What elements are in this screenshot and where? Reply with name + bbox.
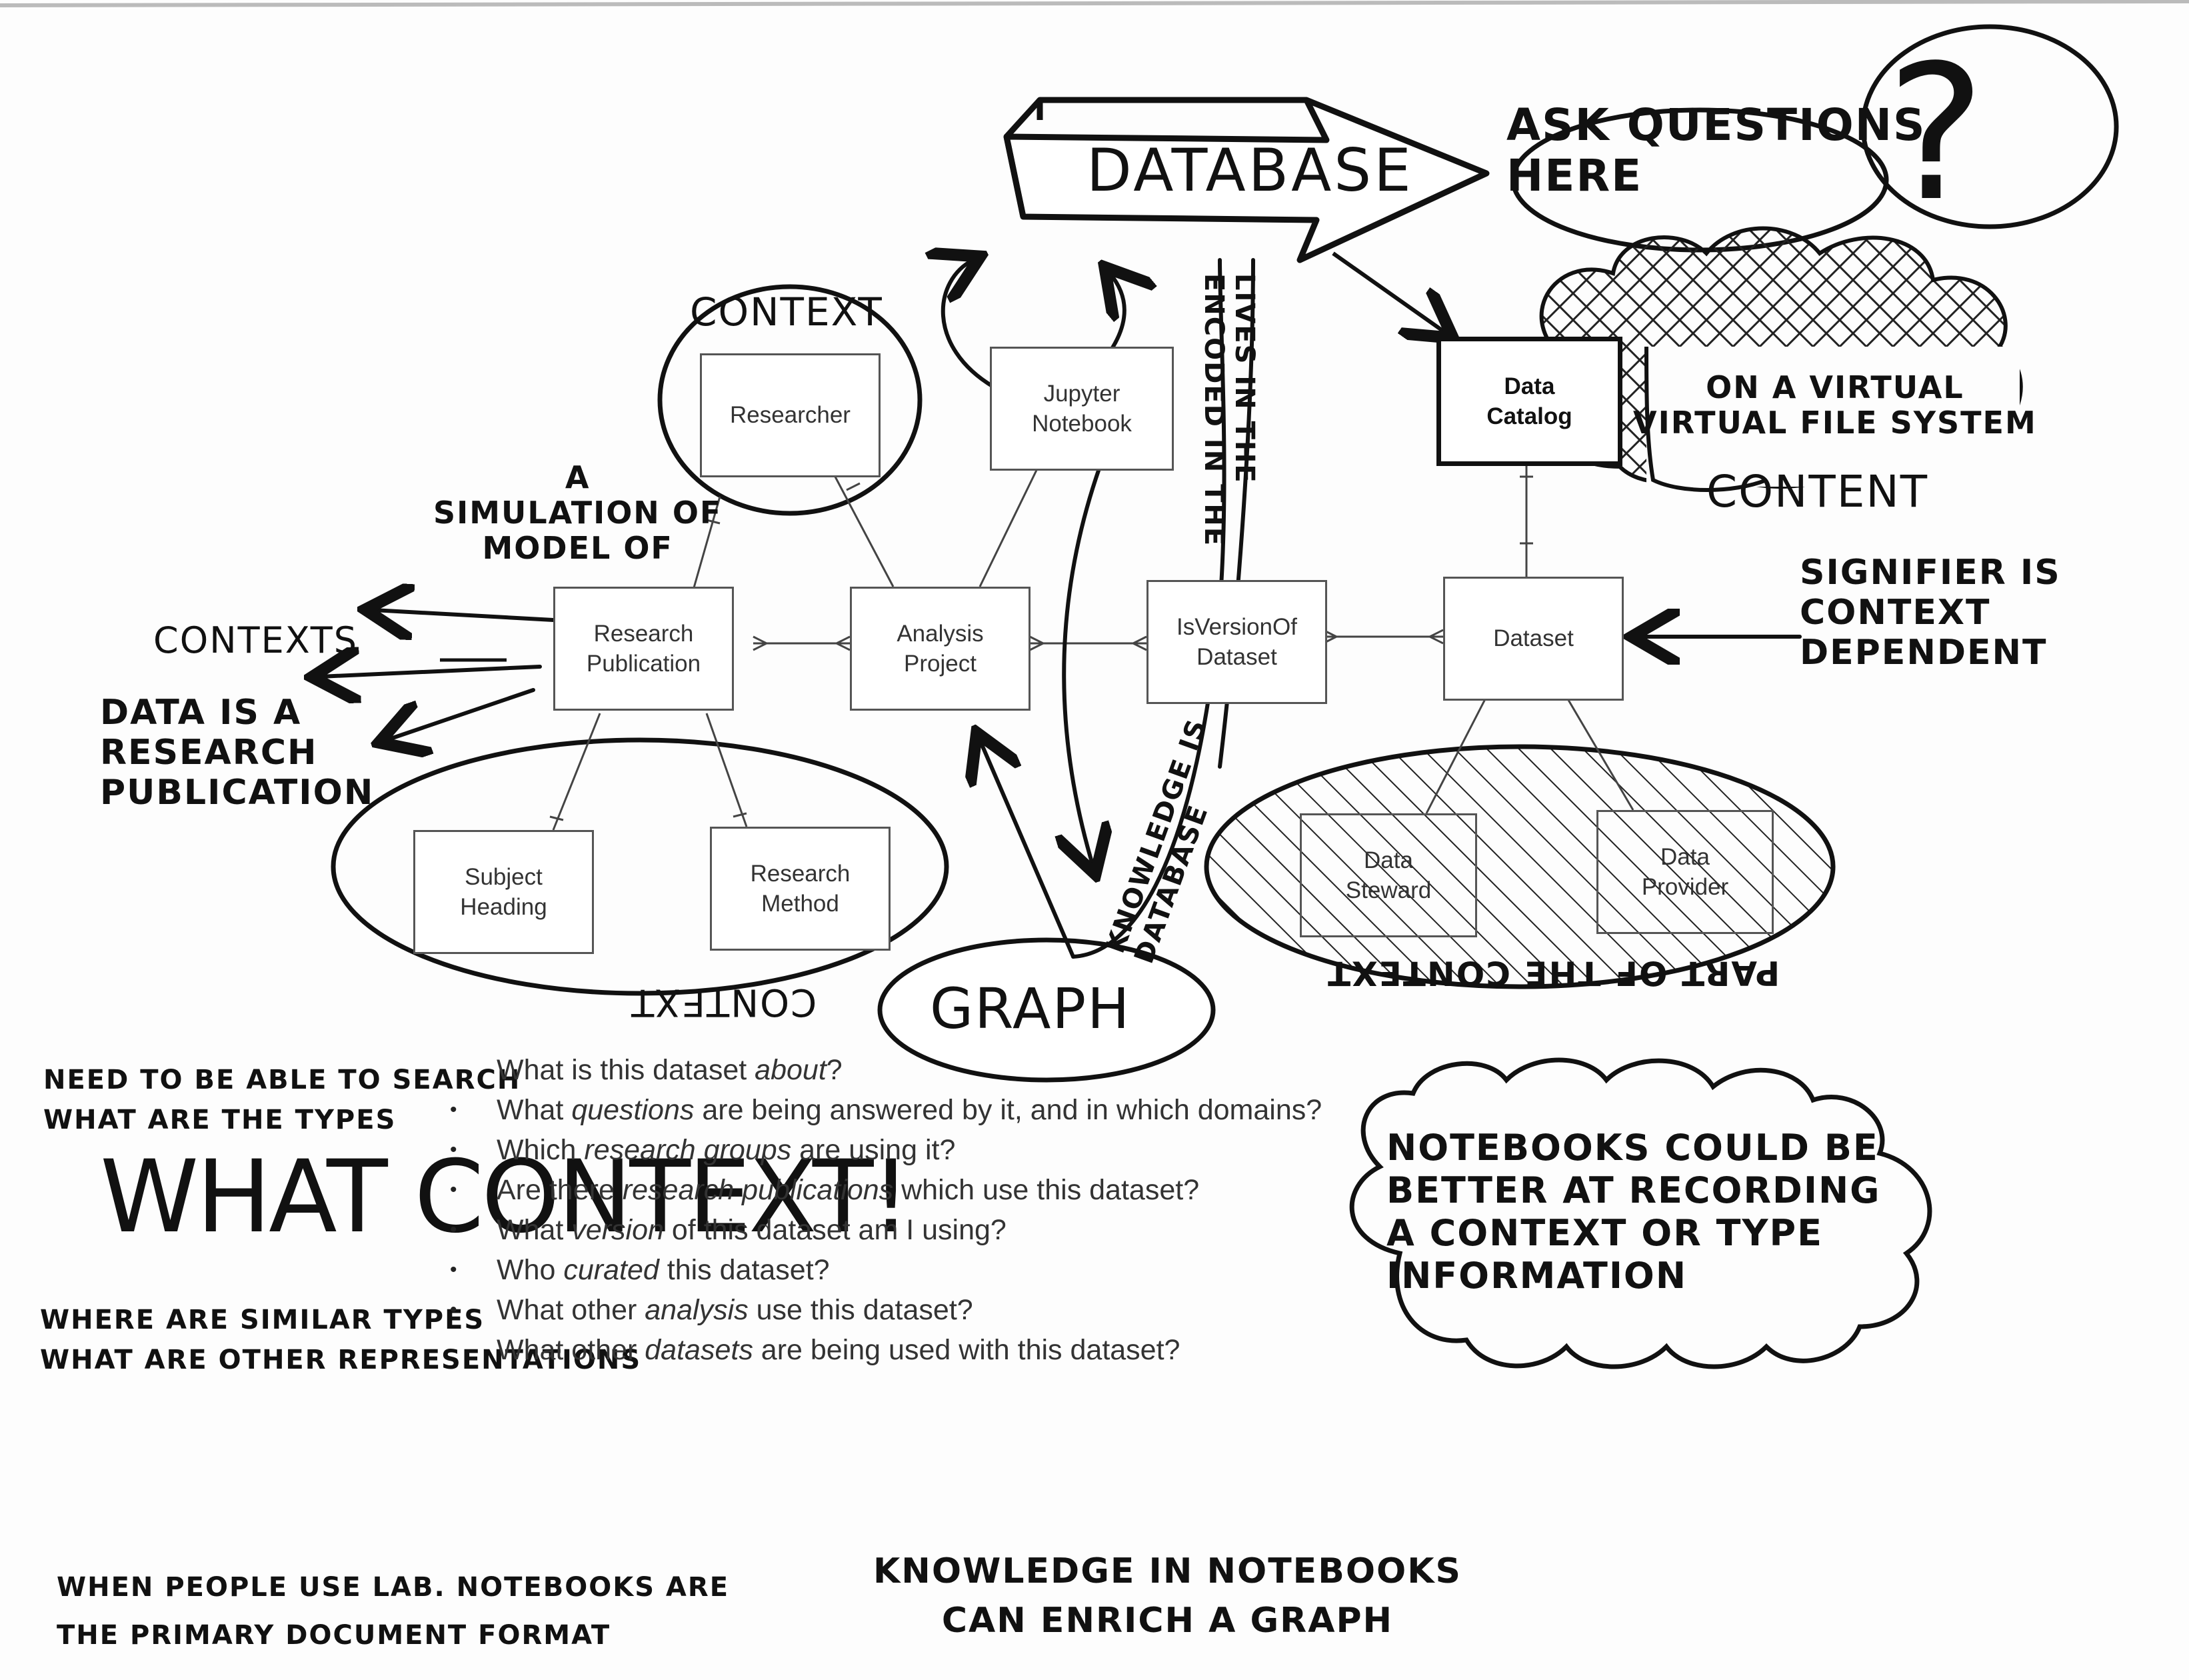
virtual-fs-cloud — [1539, 226, 2023, 492]
publication-context-ellipse — [331, 737, 949, 996]
question-emphasis: curated — [563, 1254, 659, 1286]
signifier-label: SIGNIFIER IS CONTEXT DEPENDENT — [1800, 553, 2061, 673]
question-text: use this dataset? — [748, 1294, 973, 1326]
question-item: What version of this dataset am I using? — [450, 1210, 1496, 1250]
entity-is-version-of-dataset: IsVersionOf Dataset — [1146, 580, 1327, 704]
question-emphasis: about — [755, 1054, 827, 1086]
content-label: CONTENT — [1706, 466, 1929, 517]
question-item: Who curated this dataset? — [450, 1250, 1496, 1290]
question-text: What — [497, 1094, 572, 1126]
knowledge-enrich-label: KNOWLEDGE IN NOTEBOOKS CAN ENRICH A GRAP… — [873, 1551, 1462, 1641]
entity-subject-heading: Subject Heading — [413, 830, 594, 954]
entity-data-provider: Data Provider — [1596, 810, 1774, 934]
context-label-bottom: CONTEXT — [630, 980, 817, 1024]
question-text: of this dataset am I using? — [663, 1214, 1007, 1246]
question-emphasis: research groups — [584, 1134, 792, 1166]
graph-ellipse — [877, 937, 1216, 1083]
question-item: Are there research publications which us… — [450, 1170, 1496, 1210]
lab-notebooks-label: WHEN PEOPLE USE LAB. NOTEBOOKS ARE THE P… — [57, 1572, 730, 1651]
dataset-context-ellipse — [1204, 744, 1836, 989]
question-mark: ? — [1886, 25, 1987, 243]
virtual-fs-label: ON A VIRTUAL VIRTUAL FILE SYSTEM — [1633, 369, 2037, 441]
question-text: What — [497, 1214, 572, 1246]
part-of-context-label: PART OF THE CONTEXT — [1326, 953, 1780, 993]
question-item: What other analysis use this dataset? — [450, 1290, 1496, 1330]
entity-dataset: Dataset — [1443, 577, 1624, 701]
question-emphasis: analysis — [645, 1294, 749, 1326]
question-text: Which — [497, 1134, 585, 1166]
entity-research-method: Research Method — [710, 827, 891, 951]
question-text: ? — [826, 1054, 843, 1086]
ask-questions-label: ASK QUESTIONS HERE — [1506, 99, 1926, 201]
question-text: Who — [497, 1254, 564, 1286]
contexts-label: CONTEXTS — [153, 619, 359, 661]
question-text: which use this dataset? — [893, 1174, 1200, 1206]
question-emphasis: questions — [571, 1094, 695, 1126]
graph-label: GRAPH — [930, 976, 1131, 1041]
need-search-label: NEED TO BE ABLE TO SEARCH WHAT ARE THE T… — [43, 1065, 521, 1135]
question-text: this dataset? — [659, 1254, 830, 1286]
question-item: What other datasets are being used with … — [497, 1330, 1496, 1370]
question-text: Are there — [497, 1174, 623, 1206]
database-arrow — [1003, 97, 1490, 263]
notebooks-cloud — [1349, 1057, 1932, 1369]
question-item: What is this dataset about? — [497, 1050, 1496, 1090]
er-relationship-lines — [552, 460, 1634, 831]
entity-data-catalog: Data Catalog — [1436, 337, 1622, 466]
question-item: Which research groups are using it? — [450, 1130, 1496, 1170]
question-emphasis: datasets — [645, 1334, 753, 1366]
entity-analysis-project: Analysis Project — [850, 587, 1031, 711]
question-list: What is this dataset about?What question… — [450, 1050, 1496, 1370]
question-text: What is this dataset — [497, 1054, 755, 1086]
entity-research-publication: Research Publication — [553, 587, 734, 711]
entity-jupyter-notebook: Jupyter Notebook — [990, 347, 1174, 471]
question-text: are being answered by it, and in which d… — [694, 1094, 1322, 1126]
simulation-label: A SIMULATION OF MODEL OF — [433, 459, 723, 566]
context-label-top: CONTEXT — [690, 289, 883, 335]
question-text: What other — [497, 1294, 645, 1326]
question-item: What questions are being answered by it,… — [450, 1090, 1496, 1130]
question-emphasis: version — [571, 1214, 664, 1246]
data-is-publication-label: DATA IS A RESEARCH PUBLICATION — [100, 693, 375, 813]
entity-data-steward: Data Steward — [1300, 813, 1477, 937]
question-text: are using it? — [791, 1134, 956, 1166]
question-emphasis: research publications — [622, 1174, 894, 1206]
where-similar-label: WHERE ARE SIMILAR TYPES WHAT ARE OTHER R… — [40, 1305, 642, 1375]
entity-researcher: Researcher — [700, 353, 881, 477]
question-text: are being used with this dataset? — [753, 1334, 1180, 1366]
lives-in-label: LIVES IN THE ENCODED IN THE — [1198, 273, 1260, 547]
researcher-context-ellipse — [657, 284, 923, 516]
question-text: What other — [497, 1334, 645, 1366]
database-to-catalog-arrow — [1332, 251, 1446, 333]
page-edge-line — [0, 0, 2189, 7]
er-crowfoot-marks — [549, 475, 1533, 821]
database-label: DATABASE — [1087, 136, 1414, 205]
